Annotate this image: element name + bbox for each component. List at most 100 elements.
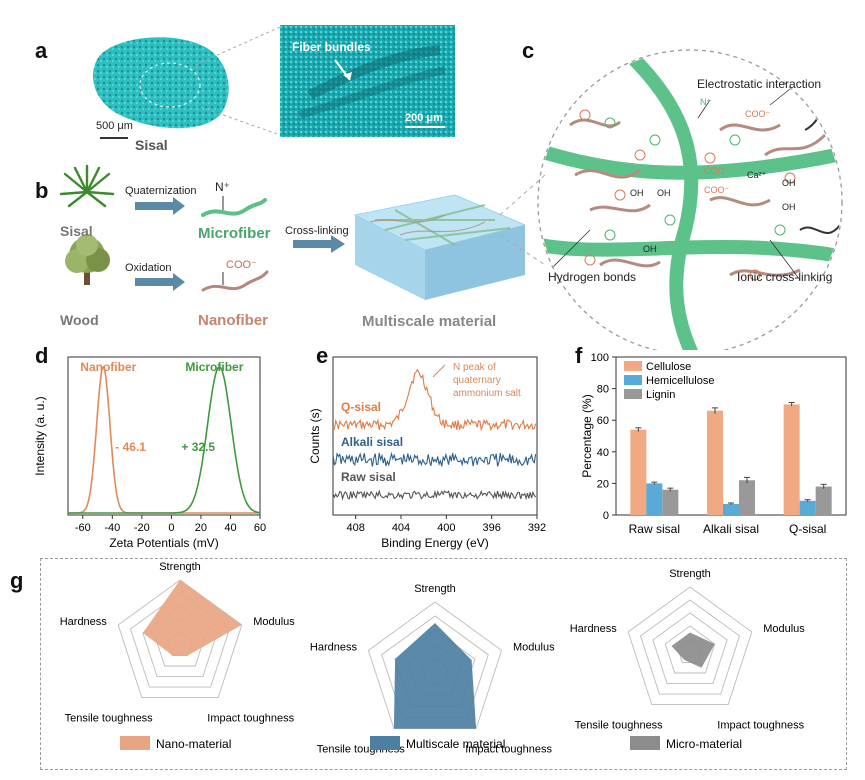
x-tick-label: 404 <box>392 522 410 534</box>
c-carboxyl-label-3: COO⁻ <box>704 185 730 195</box>
radar-axis-label: Tensile toughness <box>65 712 154 724</box>
x-tick-label: 396 <box>482 522 500 534</box>
c-ammonium-label: N⁺ <box>700 97 712 107</box>
category-label: Raw sisal <box>629 522 680 536</box>
series-name-nanofiber: Nanofiber <box>80 360 136 374</box>
y-axis-label: Percentage (%) <box>580 394 594 477</box>
panel-letter-f: f <box>575 343 583 368</box>
panel-letter-d: d <box>35 343 49 368</box>
bar-hemicellulose <box>799 500 816 515</box>
nanofiber-icon <box>201 270 269 292</box>
legend-swatch <box>120 736 150 750</box>
panel-letter-c: c <box>522 38 535 63</box>
panel-g-frame <box>40 558 847 770</box>
scale-label-500um: 500 μm <box>96 120 133 132</box>
series-name-microfiber: Microfiber <box>185 360 243 374</box>
c-oh-label-3: OH <box>782 178 796 188</box>
sisal-specimen <box>92 37 229 129</box>
source-wood-label: Wood <box>60 312 99 328</box>
sem-inset <box>280 25 455 137</box>
electrostatic-interaction-label: Electrostatic interaction <box>697 77 822 91</box>
y-tick-label: 40 <box>597 447 609 459</box>
legend-swatch <box>624 375 642 385</box>
microfiber-icon <box>201 198 267 217</box>
bar-lignin <box>739 480 755 515</box>
radar-axis-label: Modulus <box>763 623 805 635</box>
product-microfiber-label: Microfiber <box>198 225 271 242</box>
annotation-line: N peak of <box>453 362 496 373</box>
series-line-q-sisal <box>332 368 537 432</box>
radar-axis-label: Hardness <box>570 623 618 635</box>
y-axis-label: Intensity (a. u.) <box>33 396 47 475</box>
radar-axis-label: Tensile toughness <box>575 719 664 731</box>
bar-hemicellulose <box>723 503 739 515</box>
annotation-line: ammonium salt <box>453 388 521 399</box>
series-line-alkali-sisal <box>332 451 537 467</box>
panel-a-graphic <box>92 25 455 139</box>
x-tick-label: 20 <box>195 522 207 534</box>
x-tick-label: 60 <box>254 522 266 534</box>
step-quaternization: Quaternization <box>125 185 197 197</box>
bar-cellulose <box>707 410 723 515</box>
annotation-arrow <box>432 364 446 378</box>
y-tick-label: 100 <box>591 352 609 364</box>
x-axis-label: Binding Energy (eV) <box>381 536 488 550</box>
legend-label: Lignin <box>646 389 675 401</box>
bar-lignin <box>662 489 679 515</box>
sisal-plant-icon <box>59 164 115 208</box>
radar-axis-label: Modulus <box>253 616 295 628</box>
legend-swatch <box>630 736 660 750</box>
annotation-line: quaternary <box>453 375 501 386</box>
plot-frame <box>332 356 538 516</box>
series-name-label: Alkali sisal <box>341 435 403 449</box>
series-line-microfiber <box>68 366 261 514</box>
x-tick-label: 40 <box>224 522 236 534</box>
legend-swatch <box>624 389 642 399</box>
sisal-label: Sisal <box>135 137 168 153</box>
arrow-crosslinking <box>293 235 345 253</box>
result-multiscale-label: Multiscale material <box>362 313 497 330</box>
bar-cellulose <box>783 404 800 515</box>
bar-hemicellulose <box>646 483 663 515</box>
panel-c-graphic <box>499 49 843 350</box>
y-tick-label: 60 <box>597 415 609 427</box>
c-oh-label-2: OH <box>657 188 671 198</box>
panel-letter-a: a <box>35 38 48 63</box>
panel-letter-g: g <box>10 568 24 593</box>
x-tick-label: 400 <box>437 522 455 534</box>
radar-grid-ring <box>664 625 716 674</box>
bar-lignin <box>815 486 832 515</box>
radar-axis-label: Strength <box>159 561 201 573</box>
radar-axis-label: Impact toughness <box>465 743 552 755</box>
panel-letter-b: b <box>35 178 49 203</box>
c-oh-label-1: OH <box>630 188 644 198</box>
legend-label: Hemicellulose <box>646 375 714 387</box>
radar-grid-ring <box>639 599 741 695</box>
c-oh-label-5: OH <box>643 244 657 254</box>
radar-axis-label: Hardness <box>310 642 358 654</box>
quaternary-group-label: N⁺ <box>215 180 230 194</box>
category-label: Q-sisal <box>789 522 826 536</box>
radar-grid-ring <box>652 612 728 685</box>
legend-swatch <box>624 361 642 371</box>
source-sisal-label: Sisal <box>60 223 93 239</box>
radar-axis-label: Impact toughness <box>207 712 294 724</box>
legend-swatch <box>370 736 400 750</box>
radar-axis-label: Strength <box>414 583 456 595</box>
category-label: Alkali sisal <box>703 522 759 536</box>
peak-value-label: - 46.1 <box>115 440 146 454</box>
scale-label-200um: 200 μm <box>405 112 443 124</box>
series-name-label: Raw sisal <box>341 470 396 484</box>
radar-axis-label: Strength <box>669 568 711 580</box>
step-oxidation: Oxidation <box>125 262 172 274</box>
peak-value-label: + 32.5 <box>181 440 215 454</box>
x-tick-label: 392 <box>528 522 546 534</box>
legend-label: Micro-material <box>666 737 742 751</box>
ionic-crosslinking-label: Ionic cross-linking <box>737 270 833 284</box>
x-tick-label: -40 <box>104 522 120 534</box>
